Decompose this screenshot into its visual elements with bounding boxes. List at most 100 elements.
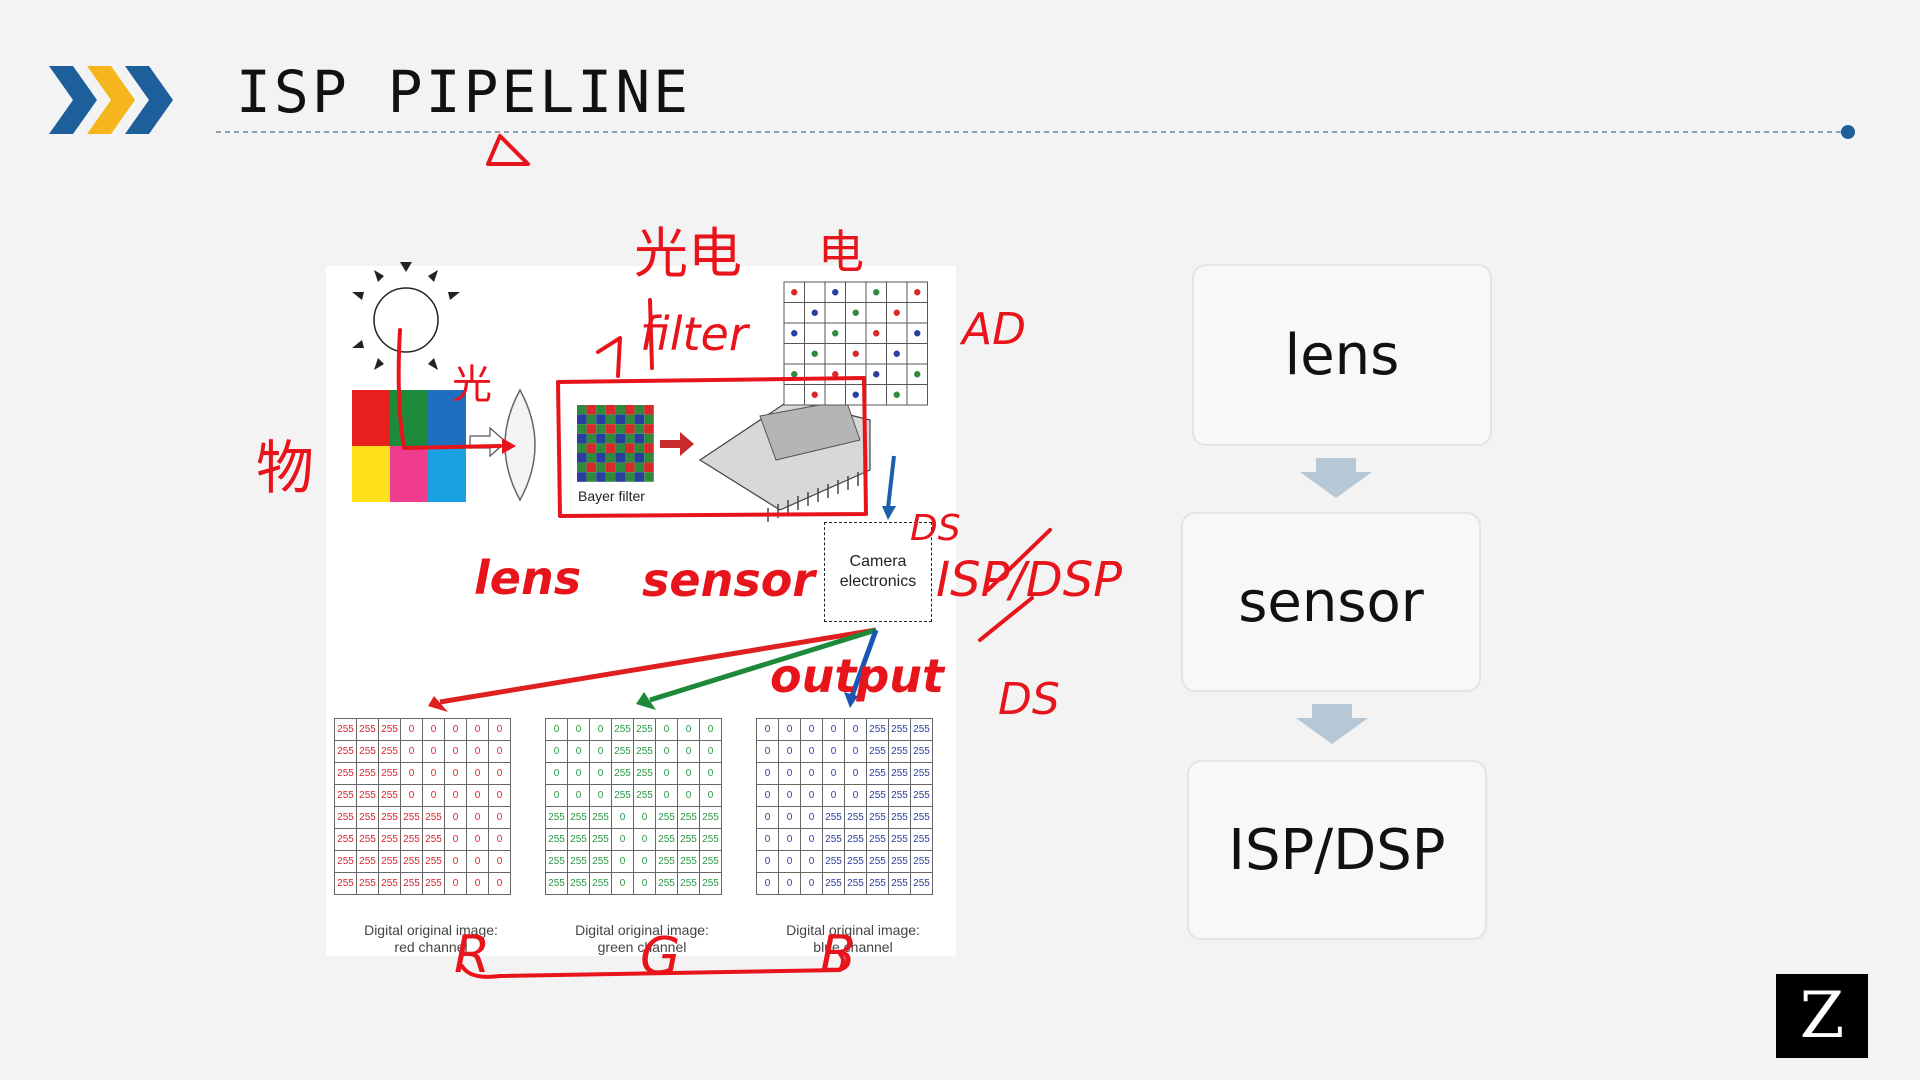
down-arrow-icon	[1300, 458, 1372, 498]
grid-cell: 255	[844, 850, 867, 873]
grid-cell: 0	[400, 740, 423, 763]
grid-cell: 255	[334, 762, 357, 785]
down-arrow-icon	[1296, 704, 1368, 744]
grid-cell: 255	[655, 806, 678, 829]
grid-cell: 255	[910, 806, 933, 829]
grid-cell: 255	[633, 784, 656, 807]
grid-cell: 0	[466, 872, 489, 895]
grid-cell: 255	[378, 740, 401, 763]
grid-cell: 0	[699, 784, 722, 807]
grid-cell: 255	[378, 828, 401, 851]
grid-cell: 255	[356, 872, 379, 895]
grid-cell: 255	[888, 784, 911, 807]
grid-cell: 0	[800, 718, 823, 741]
grid-cell: 255	[655, 850, 678, 873]
grid-cell: 0	[778, 718, 801, 741]
grid-cell: 255	[378, 784, 401, 807]
grid-cell: 255	[356, 828, 379, 851]
grid-cell: 0	[400, 784, 423, 807]
grid-cell: 255	[567, 806, 590, 829]
grid-cell: 255	[611, 784, 634, 807]
grid-cell: 0	[444, 762, 467, 785]
grid-cell: 255	[356, 762, 379, 785]
flow-step-sensor: sensor	[1181, 512, 1481, 692]
logo-badge: Z	[1776, 974, 1868, 1058]
green-channel-caption: Digital original image: green channel	[575, 922, 709, 955]
grid-cell: 255	[822, 806, 845, 829]
annotation-ds-bottom: DS	[998, 674, 1060, 725]
blue-channel-caption: Digital original image: blue channel	[786, 922, 920, 955]
grid-cell: 0	[422, 784, 445, 807]
grid-cell: 255	[334, 784, 357, 807]
grid-cell: 0	[611, 806, 634, 829]
grid-cell: 255	[400, 806, 423, 829]
grid-cell: 0	[488, 872, 511, 895]
grid-cell: 0	[778, 806, 801, 829]
grid-cell: 0	[444, 740, 467, 763]
grid-cell: 0	[488, 806, 511, 829]
grid-cell: 255	[910, 762, 933, 785]
grid-cell: 0	[567, 718, 590, 741]
grid-cell: 255	[866, 828, 889, 851]
grid-cell: 255	[334, 806, 357, 829]
grid-cell: 255	[356, 718, 379, 741]
grid-cell: 255	[910, 784, 933, 807]
grid-cell: 255	[699, 850, 722, 873]
grid-cell: 0	[589, 784, 612, 807]
grid-cell: 0	[545, 784, 568, 807]
grid-cell: 255	[378, 806, 401, 829]
grid-cell: 0	[822, 740, 845, 763]
grid-cell: 255	[822, 828, 845, 851]
grid-cell: 0	[655, 784, 678, 807]
grid-cell: 0	[466, 784, 489, 807]
grid-cell: 0	[567, 762, 590, 785]
bayer-filter-label: Bayer filter	[578, 488, 645, 504]
grid-cell: 255	[888, 740, 911, 763]
grid-cell: 255	[677, 806, 700, 829]
grid-cell: 0	[778, 850, 801, 873]
grid-cell: 0	[677, 762, 700, 785]
grid-cell: 0	[778, 784, 801, 807]
grid-cell: 0	[488, 850, 511, 873]
grid-cell: 0	[778, 828, 801, 851]
camera-electronics-box: Camera electronics	[824, 522, 932, 622]
grid-cell: 255	[334, 718, 357, 741]
grid-cell: 255	[844, 806, 867, 829]
grid-cell: 0	[567, 784, 590, 807]
grid-cell: 0	[844, 740, 867, 763]
grid-cell: 255	[611, 762, 634, 785]
grid-cell: 0	[488, 718, 511, 741]
grid-cell: 0	[756, 806, 779, 829]
grid-cell: 0	[844, 718, 867, 741]
grid-cell: 255	[699, 828, 722, 851]
grid-cell: 255	[422, 806, 445, 829]
grid-cell: 255	[822, 850, 845, 873]
grid-cell: 255	[888, 718, 911, 741]
grid-cell: 0	[545, 718, 568, 741]
grid-cell: 0	[699, 740, 722, 763]
grid-cell: 255	[378, 718, 401, 741]
grid-cell: 0	[699, 762, 722, 785]
grid-cell: 0	[422, 762, 445, 785]
grid-cell: 255	[611, 740, 634, 763]
grid-cell: 0	[822, 762, 845, 785]
grid-cell: 0	[756, 784, 779, 807]
grid-cell: 0	[444, 784, 467, 807]
grid-cell: 0	[800, 828, 823, 851]
grid-cell: 255	[589, 828, 612, 851]
annotation-object: 物	[256, 434, 314, 502]
grid-cell: 255	[655, 872, 678, 895]
